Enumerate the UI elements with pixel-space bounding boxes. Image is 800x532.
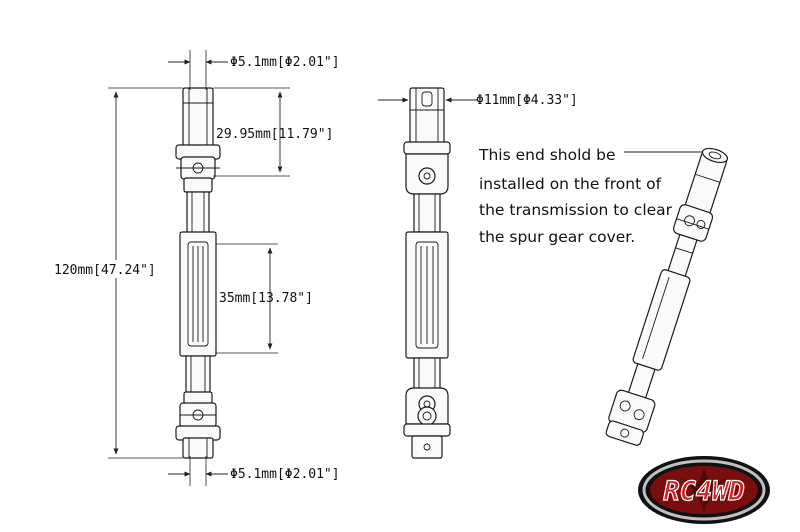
isometric-shaft [605,147,729,446]
note-line-2: installed on the front of [479,175,662,193]
bottom-pin-label: Φ5.1mm[Φ2.01"] [230,467,340,482]
total-length-dimension: 120mm[47.24"] [52,87,183,459]
logo-text: RC4WD [663,476,744,507]
sleeve-length-label: 35mm[13.78"] [219,291,313,306]
logo-starburst [680,468,728,512]
side-view-shaft [403,87,451,459]
sleeve-length-dimension: 35mm[13.78"] [216,243,313,354]
installation-note: This end shold be installed on the front… [478,146,711,246]
note-line-1: This end shold be [478,146,616,164]
note-line-4: the spur gear cover. [479,228,635,246]
top-pin-label: Φ5.1mm[Φ2.01"] [230,55,340,70]
yoke-length-dimension: 29.95mm[11.79"] [213,87,333,177]
total-length-label: 120mm[47.24"] [54,263,156,278]
yoke-length-label: 29.95mm[11.79"] [216,127,333,142]
side-diameter-label: Φ11mm[Φ4.33"] [476,93,578,108]
rc4wd-logo: RC4WD [638,456,770,524]
front-view-shaft [175,87,221,459]
bottom-pin-dimension: Φ5.1mm[Φ2.01"] [168,456,340,486]
side-diameter-dimension: Φ11mm[Φ4.33"] [378,93,578,108]
note-line-3: the transmission to clear [479,201,673,219]
top-pin-dimension: Φ5.1mm[Φ2.01"] [168,50,340,90]
